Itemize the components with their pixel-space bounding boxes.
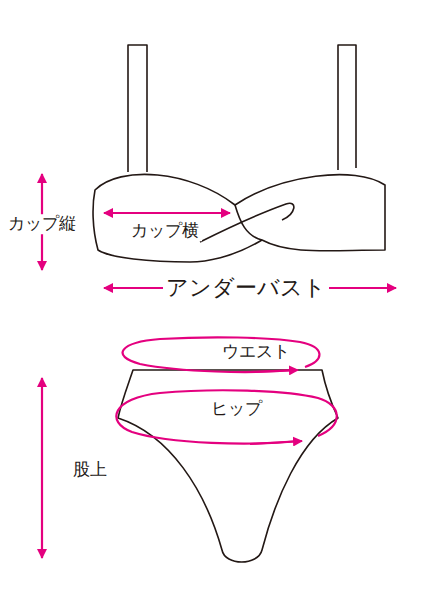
cup-width-arrow	[104, 212, 230, 214]
rise-arrow	[41, 378, 43, 558]
rise-label: 股上	[70, 460, 110, 480]
left-strap	[128, 45, 147, 172]
hip-label: ヒップ	[208, 399, 265, 419]
twist-line	[200, 203, 294, 242]
waist-label: ウエスト	[219, 342, 293, 362]
twist-fold	[235, 205, 262, 240]
underbust-label: アンダーバスト	[163, 275, 329, 300]
hip-loop	[116, 390, 336, 443]
cup-height-label: カップ縦	[5, 214, 79, 234]
cup-width-label: カップ横	[128, 221, 202, 241]
right-strap	[338, 45, 356, 170]
hip-arrow	[250, 441, 302, 444]
waist-loop	[123, 337, 320, 372]
bottom-outline	[118, 370, 338, 562]
bra-outline	[93, 174, 385, 262]
waist-arrow	[250, 370, 298, 372]
